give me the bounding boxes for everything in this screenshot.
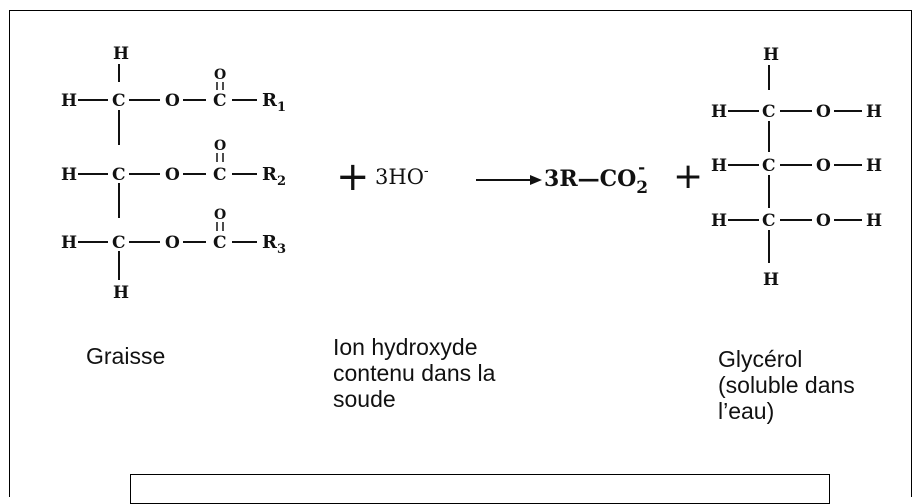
fat-row-2: H C O O C R2: [61, 138, 286, 189]
hydroxide-ion: 3HO-: [375, 163, 429, 189]
plus-sign-2: +: [673, 156, 703, 197]
fat-molecule: H H C O O C R1 H C O O: [61, 44, 286, 303]
figure-frame: [9, 10, 912, 497]
fat-row-3-r: R3: [262, 232, 286, 257]
glycerol-row-1-h: H: [711, 102, 727, 122]
glycerol-row-2: H C O H: [711, 156, 882, 176]
glycerol-row-1-o: O: [816, 102, 831, 122]
glycerol-row-3-h: H: [711, 211, 727, 231]
glycerol-molecule: H H C O H H C O H H C O: [711, 45, 882, 290]
fat-row-1-h: H: [61, 91, 77, 111]
glycerol-row-3-o: O: [816, 211, 831, 231]
fat-top-h: H: [113, 44, 129, 64]
fat-bottom-h: H: [113, 283, 129, 303]
fat-row-2-o: O: [165, 165, 180, 185]
fat-row-1-carbonyl-o: O: [214, 67, 226, 83]
reaction-arrow-section: + 3HO- 3R—CO2- +: [336, 154, 703, 200]
fat-row-3-h: H: [61, 233, 77, 253]
fat-row-2-c: C: [112, 165, 126, 185]
fat-row-2-h: H: [61, 165, 77, 185]
fat-row-3: H C O O C R3: [61, 207, 286, 257]
glycerol-row-1-h2: H: [866, 102, 882, 122]
fat-row-2-carbonyl-c: C: [213, 165, 227, 185]
fat-row-3-carbonyl-c: C: [213, 233, 227, 253]
glycerol-row-1: H C O H: [711, 102, 882, 122]
glycerol-row-1-c: C: [762, 102, 776, 122]
fat-row-3-o: O: [165, 233, 180, 253]
glycerol-row-2-c: C: [762, 156, 776, 176]
glycerol-row-3-c: C: [762, 211, 776, 231]
fat-row-2-r: R2: [262, 164, 286, 189]
glycerol-top-h: H: [763, 45, 779, 65]
fat-row-1-r: R1: [262, 90, 286, 115]
caption-hydroxide: Ion hydroxyde contenu dans la soude: [333, 334, 496, 412]
fat-row-1-carbonyl-c: C: [213, 91, 227, 111]
fat-row-3-carbonyl-o: O: [214, 207, 226, 223]
caption-fat: Graisse: [86, 343, 166, 369]
arrow-head: [530, 175, 542, 185]
glycerol-row-3: H C O H: [711, 211, 882, 231]
fat-row-1: H C O O C R1: [61, 67, 286, 115]
caption-glycerol: Glycérol (soluble dans l’eau): [718, 346, 855, 424]
fat-row-3-c: C: [112, 233, 126, 253]
plus-sign-1: +: [336, 154, 370, 200]
fat-row-2-carbonyl-o: O: [214, 138, 226, 154]
glycerol-row-3-h2: H: [866, 211, 882, 231]
glycerol-bottom-h: H: [763, 270, 779, 290]
carboxylate-ion: 3R—CO2-: [544, 158, 648, 198]
fat-row-1-c: C: [112, 91, 126, 111]
fat-row-1-o: O: [165, 91, 180, 111]
glycerol-row-2-h2: H: [866, 156, 882, 176]
glycerol-row-2-h: H: [711, 156, 727, 176]
glycerol-row-2-o: O: [816, 156, 831, 176]
